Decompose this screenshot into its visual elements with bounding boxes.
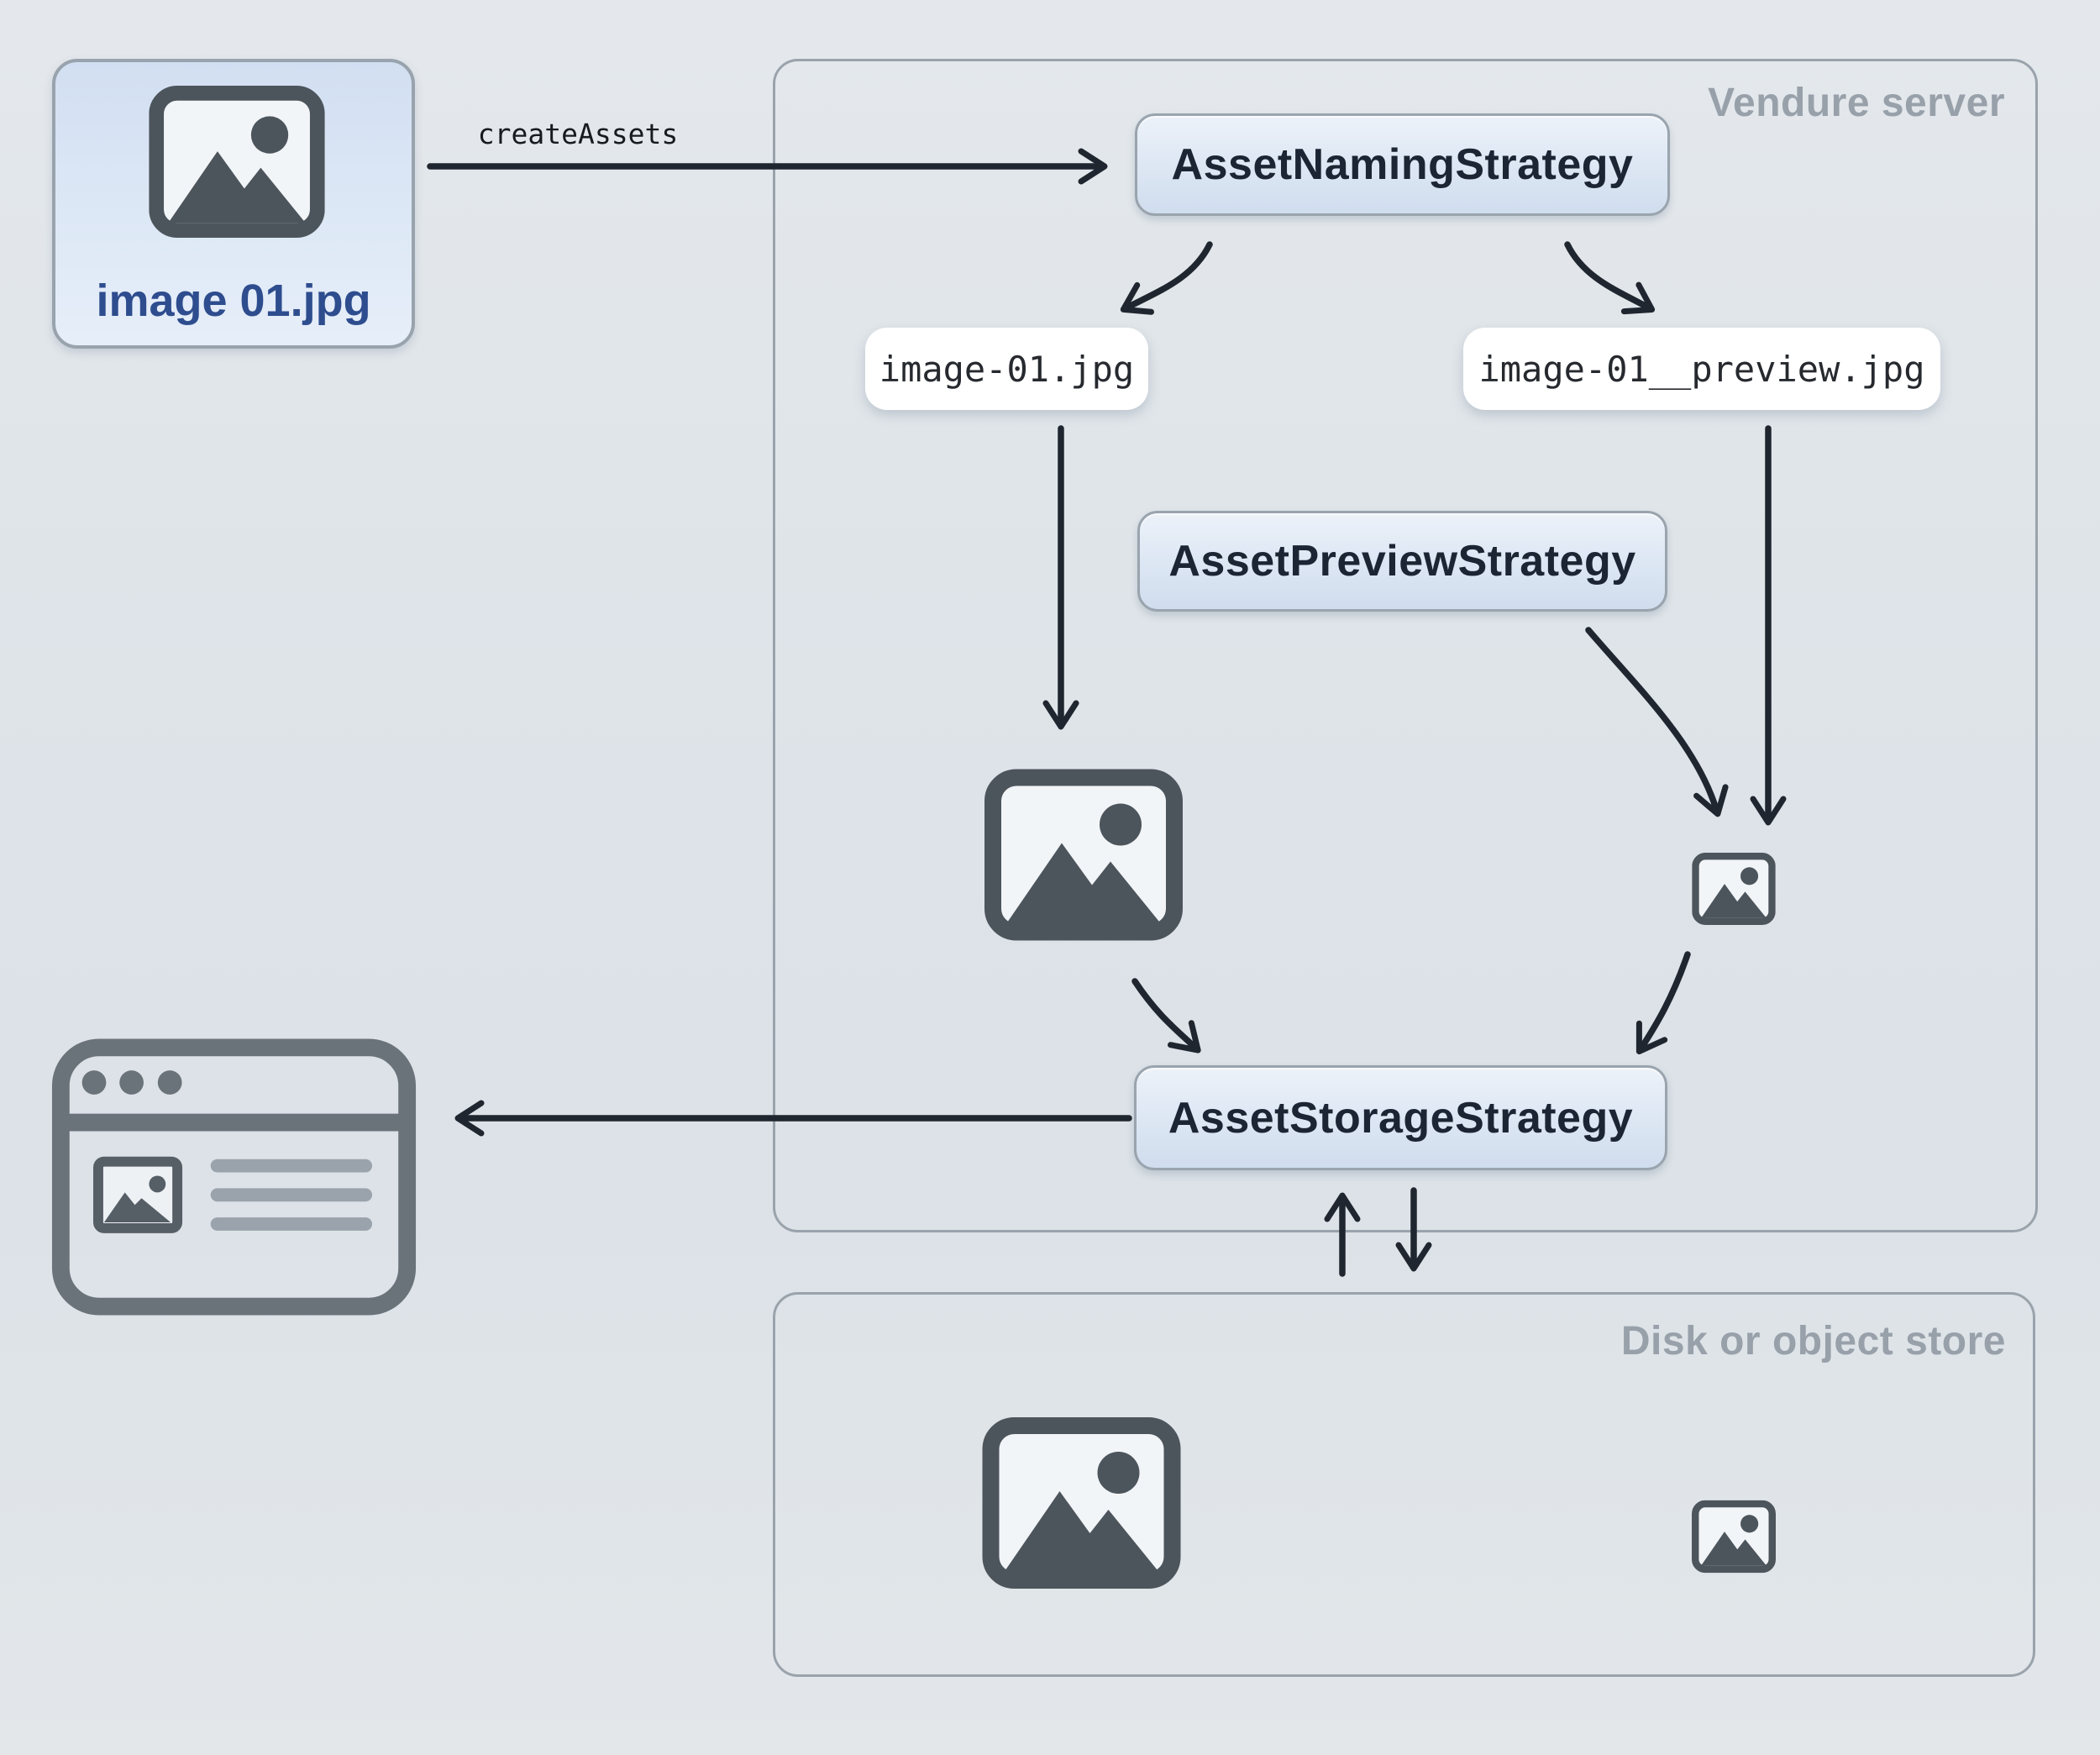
disk-store-label: Disk or object store <box>1620 1319 2006 1364</box>
source-file-node: image 01.jpg <box>52 59 415 349</box>
browser-window-icon <box>51 1038 417 1316</box>
asset-storage-strategy-node: AssetStorageStrategy <box>1134 1065 1667 1170</box>
stored-image-large-icon <box>981 1417 1182 1589</box>
vendure-server-label: Vendure server <box>1708 81 2005 125</box>
generated-source-filename: image-01.jpg <box>865 328 1148 410</box>
stored-image-small-icon <box>1692 1500 1776 1574</box>
image-asset-small-icon <box>1692 853 1776 925</box>
disk-store-container: Disk or object store <box>773 1292 2035 1677</box>
image-asset-large-icon <box>984 769 1183 941</box>
image-file-icon <box>149 86 325 238</box>
generated-preview-filename: image-01__preview.jpg <box>1463 328 1940 410</box>
asset-naming-strategy-node: AssetNamingStrategy <box>1135 113 1670 216</box>
asset-preview-strategy-node: AssetPreviewStrategy <box>1137 511 1667 612</box>
create-assets-edge-label: createAssets <box>477 118 679 150</box>
source-file-label: image 01.jpg <box>96 276 371 326</box>
vendure-server-container: Vendure server <box>773 59 2038 1232</box>
